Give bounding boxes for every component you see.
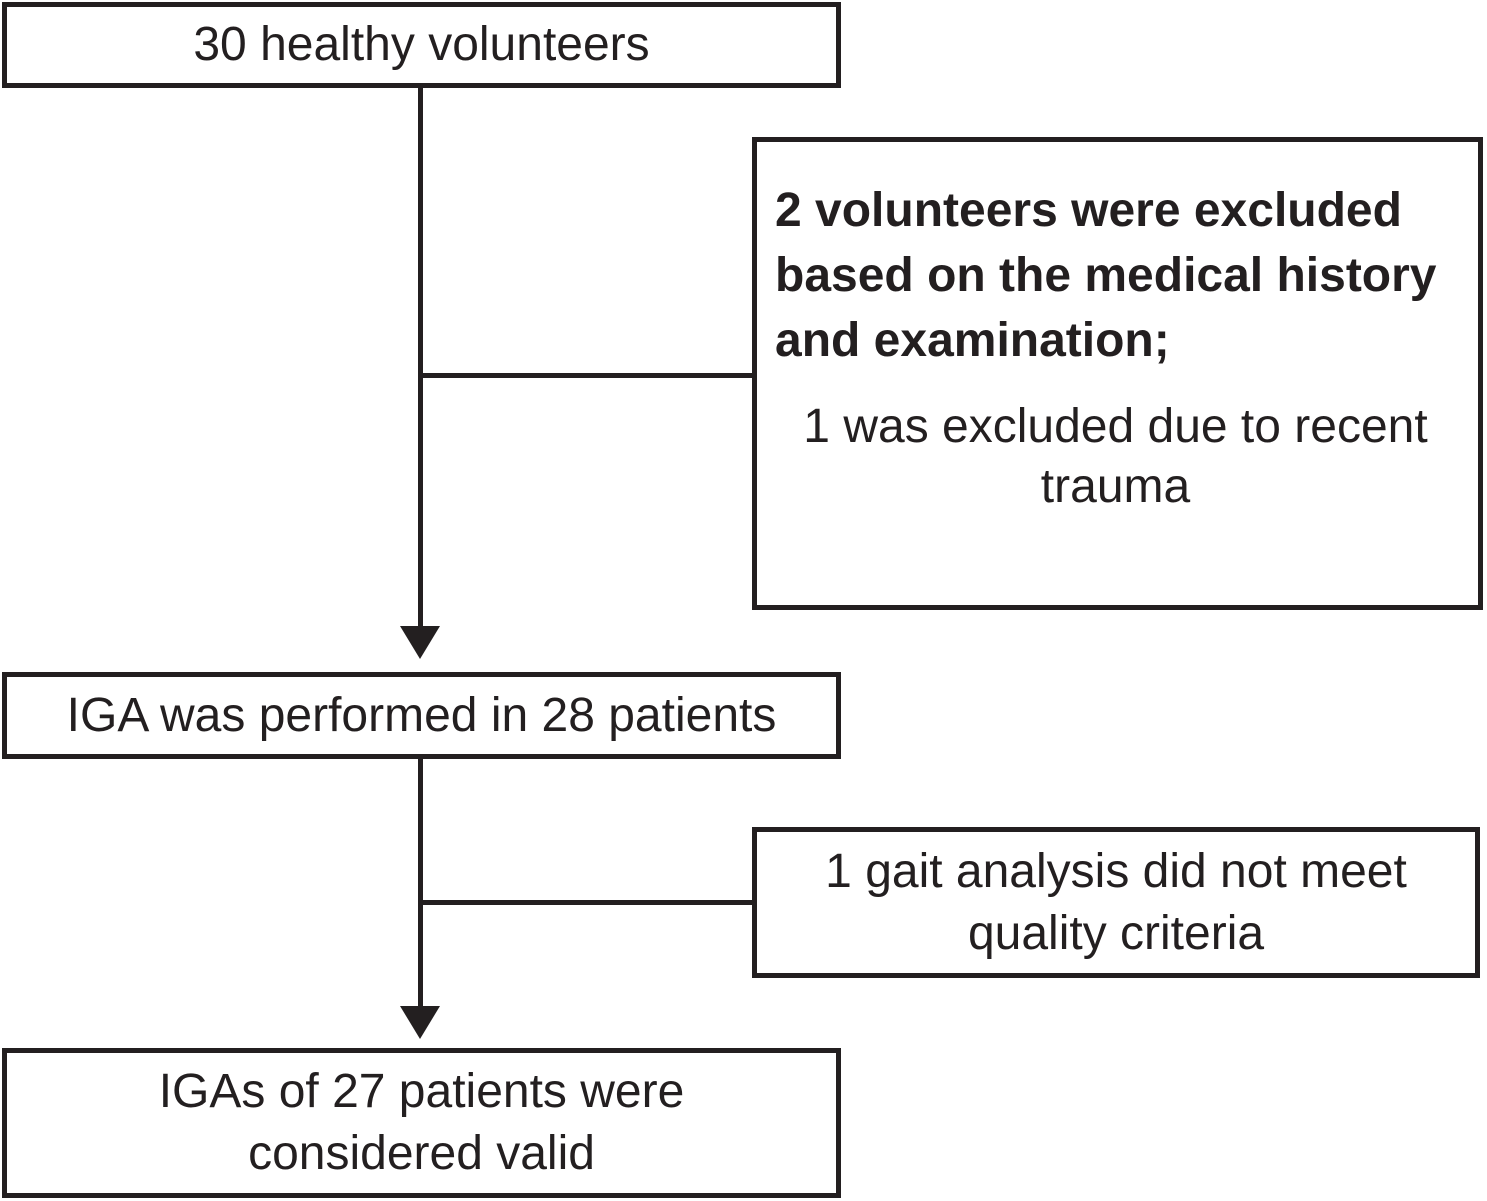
valid-iga-box: IGAs of 27 patients were considered vali… — [2, 1048, 841, 1198]
connector-line-branch-1 — [420, 373, 752, 378]
iga-performed-box-label: IGA was performed in 28 patients — [66, 688, 777, 742]
exclusion-headline: 2 volunteers were excluded based on the … — [775, 184, 1437, 367]
exclusion-box-quality-criteria: 1 gait analysis did not meet quality cri… — [752, 827, 1480, 978]
valid-iga-box-label: IGAs of 27 patients were considered vali… — [158, 1065, 685, 1180]
exclusion-detail: 1 was excluded due to recent trauma — [803, 400, 1428, 513]
exclusion-box-medical-history: 2 volunteers were excluded based on the … — [752, 137, 1483, 610]
iga-performed-box: IGA was performed in 28 patients — [2, 672, 841, 759]
enrollment-box: 30 healthy volunteers — [2, 2, 841, 88]
connector-line-vertical-1 — [418, 88, 423, 628]
connector-line-vertical-2 — [418, 759, 423, 1007]
arrow-down-icon — [400, 626, 440, 659]
arrow-down-icon — [400, 1006, 440, 1039]
enrollment-box-label: 30 healthy volunteers — [193, 18, 650, 71]
connector-line-branch-2 — [420, 900, 752, 905]
exclusion-box-quality-label: 1 gait analysis did not meet quality cri… — [825, 844, 1407, 960]
